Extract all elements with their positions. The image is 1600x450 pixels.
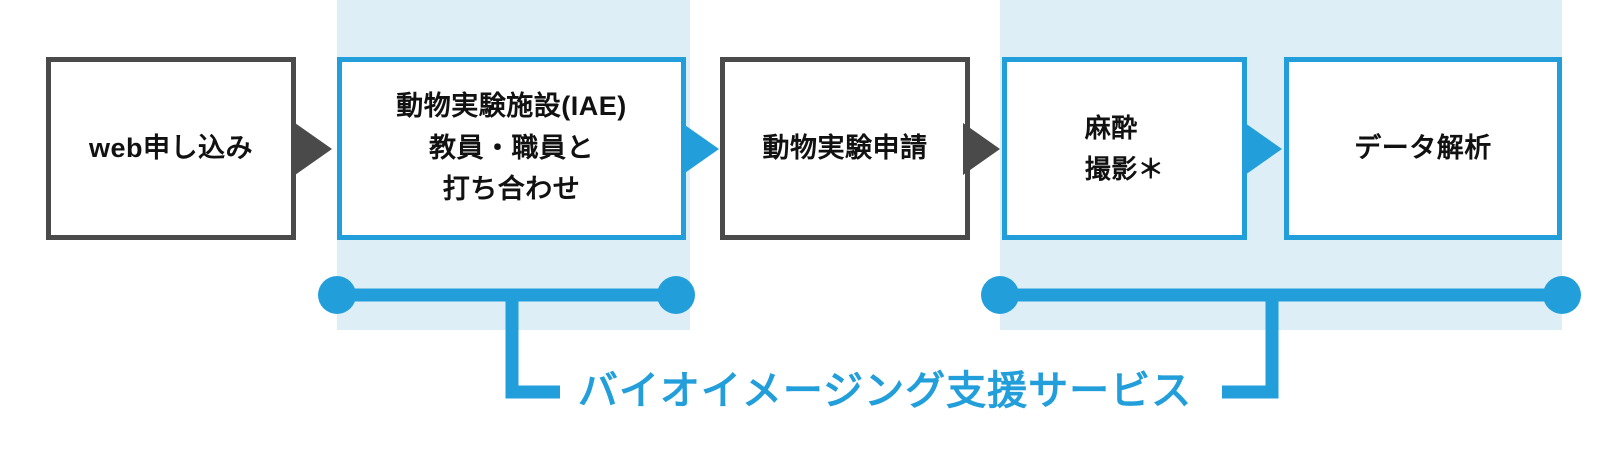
bracket-left-path: [337, 288, 560, 399]
bracket-dot-left-start: [318, 276, 356, 314]
node-web-application[interactable]: web申し込み: [46, 57, 296, 240]
bracket-right-path: [1000, 288, 1279, 399]
node-iae-meeting-line-2: 教員・職員と: [429, 132, 594, 163]
arrow-right-icon-application-to-anesthesia: [963, 123, 1000, 175]
bracket-dot-right-end: [1543, 276, 1581, 314]
bracket-dot-left-end: [657, 276, 695, 314]
node-iae-meeting-line-3: 打ち合わせ: [442, 174, 581, 205]
node-anesthesia-imaging-line-1: 麻酔: [1084, 113, 1138, 144]
node-anesthesia-imaging-line-2: 撮影＊: [1084, 153, 1165, 184]
node-animal-experiment-application-line-1: 動物実験申請: [762, 132, 928, 163]
bracket-dot-right-start: [981, 276, 1019, 314]
arrow-right-icon-web-to-iae: [295, 123, 332, 175]
node-data-analysis[interactable]: データ解析: [1284, 57, 1562, 240]
arrow-right-icon-anesthesia-to-analysis: [1245, 123, 1282, 175]
service-label: バイオイメージング支援サービス: [577, 369, 1193, 413]
node-anesthesia-imaging[interactable]: 麻酔 撮影＊: [1002, 57, 1247, 240]
node-iae-meeting-line-1: 動物実験施設(IAE): [396, 90, 627, 121]
node-web-application-line-1: web申し込み: [88, 132, 253, 163]
node-anesthesia-imaging-stack: 麻酔 撮影＊: [1085, 108, 1165, 189]
arrow-right-icon-iae-to-application: [682, 123, 719, 175]
node-iae-meeting[interactable]: 動物実験施設(IAE) 教員・職員と 打ち合わせ: [337, 57, 686, 240]
node-data-analysis-line-1: データ解析: [1354, 132, 1492, 163]
